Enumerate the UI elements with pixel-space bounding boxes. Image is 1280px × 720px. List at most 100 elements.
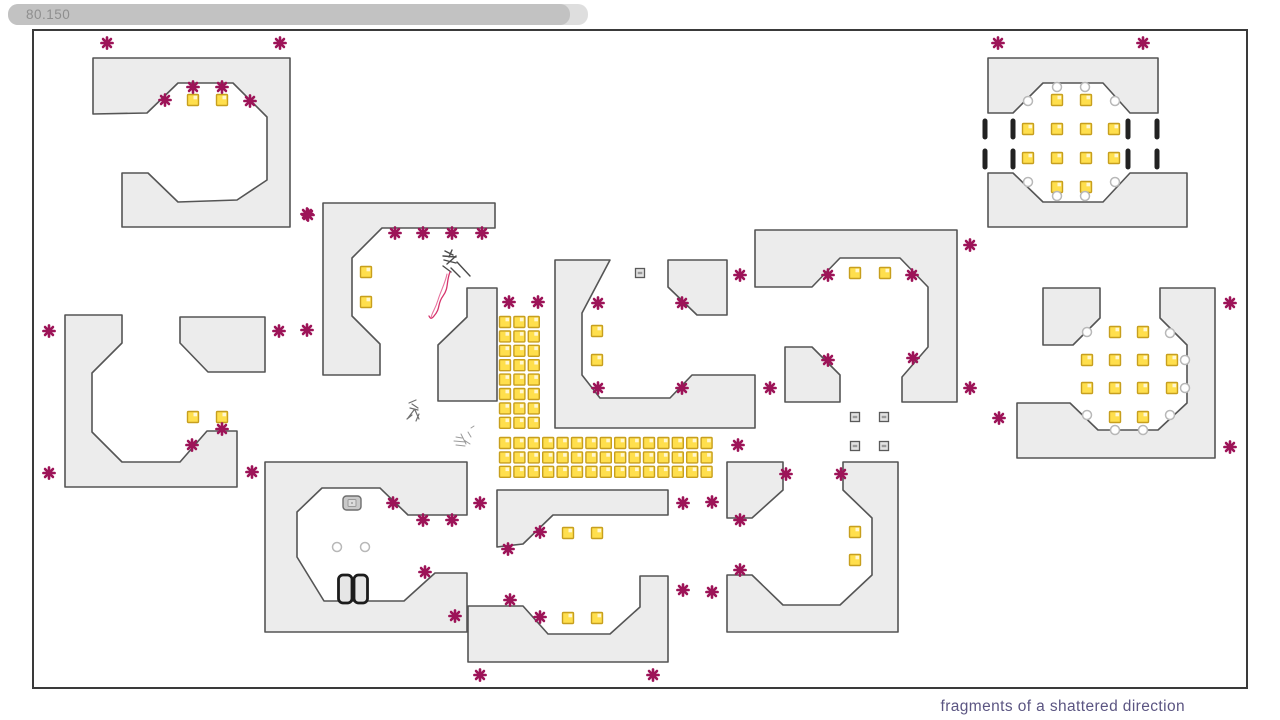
gold-glint <box>591 438 596 443</box>
gold-glint <box>1057 153 1062 158</box>
gold-glint <box>692 438 697 443</box>
gold-glint <box>1143 383 1148 388</box>
gold-glint <box>534 418 538 423</box>
pad-circle <box>1022 95 1034 107</box>
door-switch-mark <box>881 415 887 419</box>
mine-core <box>247 98 253 104</box>
gold-glint <box>505 360 510 365</box>
gold-glint <box>635 453 639 457</box>
pad-circle <box>1079 190 1091 202</box>
mine-core <box>967 385 973 391</box>
gold-glint <box>1086 153 1091 158</box>
gold-glint <box>534 375 538 379</box>
mine-core <box>219 426 225 432</box>
mine-core <box>783 471 789 477</box>
level-title: fragments of a shattered direction <box>940 698 1185 715</box>
mine-core <box>506 299 512 305</box>
gold-glint <box>505 404 510 408</box>
pad-circle <box>1137 424 1149 436</box>
platform-mid-top-l <box>322 202 496 376</box>
pad-circle <box>1179 354 1191 366</box>
mine-core <box>709 499 715 505</box>
pad-circle <box>1081 409 1093 421</box>
gold-glint <box>193 412 198 417</box>
ninja-figure <box>442 249 471 278</box>
gold-glint <box>519 453 524 457</box>
mine-core <box>825 357 831 363</box>
gold-glint <box>505 438 510 443</box>
gold-glint <box>1115 383 1120 388</box>
gold-glint <box>855 268 860 273</box>
mine-core <box>477 672 483 678</box>
mine-core <box>392 230 398 236</box>
platform-right-big-hook <box>754 229 958 403</box>
gold-glint <box>505 375 510 379</box>
locked-door-bar <box>1154 148 1160 170</box>
gold-glint <box>519 404 524 408</box>
mine-core <box>737 567 743 573</box>
mine-core <box>595 300 601 306</box>
gold-glint <box>1087 355 1092 360</box>
gold-glint <box>519 467 524 472</box>
gold-glint <box>1057 95 1062 100</box>
gold-glint <box>505 418 510 423</box>
gold-glint <box>534 467 538 472</box>
gold-glint <box>1115 327 1120 332</box>
gold-glint <box>519 332 524 336</box>
mine-core <box>305 212 311 218</box>
locked-door-bar <box>1154 118 1160 140</box>
door-switch-mark <box>637 271 643 275</box>
platform-center-pentagon <box>667 259 728 316</box>
gold-glint <box>519 360 524 365</box>
gold-glint <box>534 317 538 322</box>
mine-core <box>420 517 426 523</box>
gold-glint <box>366 297 371 302</box>
gold-glint <box>597 613 602 618</box>
exit-door-left-panel <box>337 573 354 605</box>
gold-glint <box>519 389 524 394</box>
gold-glint <box>606 453 610 457</box>
door-switch-mark <box>881 444 887 448</box>
gold-glint <box>534 332 538 336</box>
gold-glint <box>548 453 553 457</box>
gold-glint <box>707 438 711 443</box>
gold-glint <box>855 555 860 560</box>
mine-core <box>650 672 656 678</box>
platform-center-c <box>554 259 756 429</box>
pad-circle <box>331 541 343 553</box>
gold-glint <box>1086 124 1091 129</box>
mine-core <box>1227 444 1233 450</box>
platform-bottom-right-pentagon <box>726 461 784 519</box>
gold-glint <box>519 317 524 322</box>
locked-door-bar <box>1010 118 1016 140</box>
gold-glint <box>591 467 596 472</box>
locked-door-bar <box>1010 148 1016 170</box>
gold-glint <box>548 438 553 443</box>
gold-glint <box>591 453 596 457</box>
gold-glint <box>1087 383 1092 388</box>
locked-door-bar <box>1125 148 1131 170</box>
gold-glint <box>663 467 668 472</box>
gold-glint <box>222 95 227 100</box>
mine-core <box>46 328 52 334</box>
gold-glint <box>519 438 524 443</box>
gold-glint <box>678 453 682 457</box>
mine-core <box>449 230 455 236</box>
gold-glint <box>534 360 538 365</box>
gold-glint <box>519 346 524 351</box>
gold-glint <box>1143 355 1148 360</box>
mine-core <box>996 415 1002 421</box>
gold-glint <box>649 453 654 457</box>
gold-glint <box>534 404 538 408</box>
gold-glint <box>1114 153 1119 158</box>
mine-core <box>46 470 52 476</box>
exit-door-right-panel <box>352 573 369 605</box>
pad-circle <box>1164 327 1176 339</box>
mine-core <box>420 230 426 236</box>
gold-glint <box>1057 124 1062 129</box>
gold-glint <box>678 467 682 472</box>
gold-glint <box>505 332 510 336</box>
gold-glint <box>505 346 510 351</box>
